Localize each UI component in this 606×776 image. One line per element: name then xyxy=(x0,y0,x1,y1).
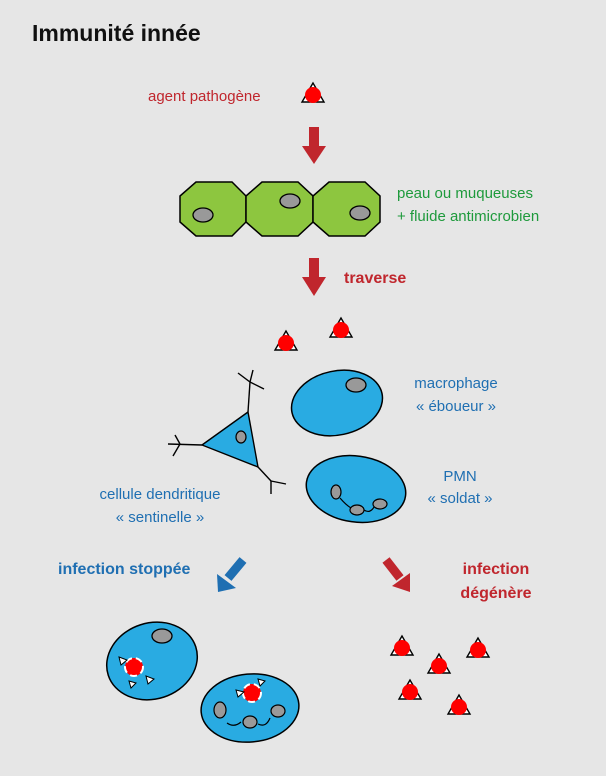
macrophage-cell xyxy=(290,369,384,437)
digested-pathogen-icon xyxy=(118,656,155,689)
pathogen-icon xyxy=(274,330,298,352)
traverse-label: traverse xyxy=(344,270,407,287)
arrow-degenerates xyxy=(382,557,410,592)
pathogen-icon xyxy=(447,694,471,716)
infection-stopped-label: infection stoppée xyxy=(58,561,191,578)
arrow-down-1 xyxy=(302,127,326,164)
pathogen-icon xyxy=(301,82,325,104)
epithelial-cell xyxy=(179,181,247,237)
infection-degenerates-label-line2: dégénère xyxy=(460,585,532,602)
dendritic-cell xyxy=(167,369,287,494)
pathogen-icon xyxy=(398,679,422,701)
arrow-down-2 xyxy=(302,258,326,296)
barrier-label-line1: peau ou muqueuses xyxy=(397,185,533,202)
diagram-title: Immunité innée xyxy=(32,20,201,46)
arrow-stopped xyxy=(217,557,247,592)
pathogen-icon xyxy=(329,317,353,339)
phagocyte-cell xyxy=(200,673,300,743)
epithelial-cell xyxy=(245,181,314,237)
infection-degenerates-label-line1: infection xyxy=(462,561,530,578)
barrier-label-line2: + fluide antimicrobien xyxy=(397,208,540,225)
pmn-cell xyxy=(305,454,407,524)
dendritic-label-line2: « sentinelle » xyxy=(115,509,205,526)
phagocyte-cell xyxy=(105,621,199,701)
macrophage-label-line2: « éboueur » xyxy=(415,398,497,415)
pmn-label-line2: « soldat » xyxy=(427,490,493,507)
pmn-label-line1: PMN xyxy=(443,468,477,485)
macrophage-label-line1: macrophage xyxy=(414,375,498,392)
digested-pathogen-icon xyxy=(235,678,266,703)
pathogen-label: agent pathogène xyxy=(148,88,261,105)
epithelial-barrier xyxy=(179,181,381,237)
pathogen-icon xyxy=(427,653,451,675)
epithelial-cell xyxy=(312,181,381,237)
pathogen-icon xyxy=(390,635,414,657)
dendritic-label-line1: cellule dendritique xyxy=(99,486,221,503)
pathogen-icon xyxy=(466,637,490,659)
